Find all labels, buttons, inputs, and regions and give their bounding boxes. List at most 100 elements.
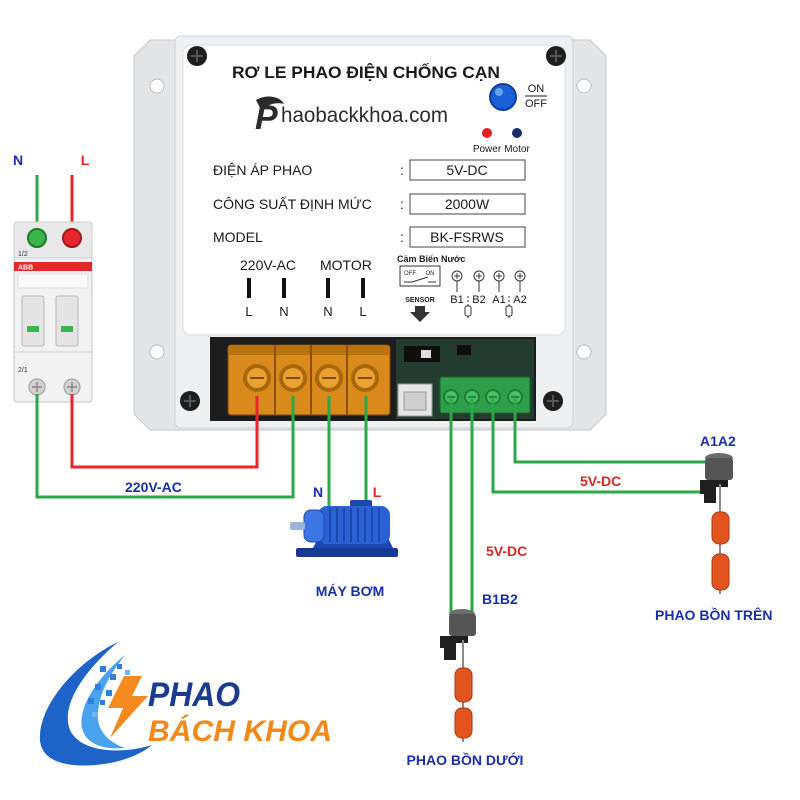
power-led-label: Power: [473, 144, 502, 155]
spec-value: BK-FSRWS: [430, 229, 504, 245]
float-terminal-legend: B1 B2 A1 A2: [450, 270, 527, 318]
mounting-hole: [576, 78, 592, 94]
sensor-toggle-knob: [421, 350, 431, 358]
terminal-screw: [243, 364, 271, 392]
breaker-info-label: [17, 273, 89, 289]
terminal-screw: [279, 364, 307, 392]
terminal-plus-icon: [493, 270, 505, 282]
motor-led-label: Motor: [504, 144, 530, 155]
breaker-lever-left: [21, 295, 45, 347]
float-terminal-label: A2: [513, 294, 526, 306]
breaker-line-screw: [62, 228, 82, 248]
water-wave-icon: [81, 655, 125, 749]
breaker-bottom-mark: 2/1: [18, 367, 28, 374]
upper-float-switch: A1A2 5V-DC PHAO BỒN TRÊN: [580, 433, 772, 623]
breaker-screw-slots: [32, 382, 77, 392]
terminal-bar: [326, 278, 330, 298]
sensor-title: Cảm Biến Nước: [397, 254, 465, 264]
terminal-bar: [282, 278, 286, 298]
power-switch: ON OFF: [489, 83, 547, 111]
terminal-bar: [247, 278, 251, 298]
spec-value-box: [409, 159, 526, 181]
label-panel: [182, 44, 566, 336]
power-led: [482, 128, 492, 138]
supply-line-label: L: [81, 152, 90, 168]
breaker-neutral-screw: [27, 228, 47, 248]
lower-float-switch: 5V-DC B1B2 PHAO BỒN DƯỚI: [407, 543, 528, 768]
mounting-hole: [576, 344, 592, 360]
float-terminal-label: B1: [450, 294, 463, 306]
sensor-switch-symbol: [404, 276, 436, 283]
spec-row: MODEL : BK-FSRWS: [213, 226, 526, 248]
sensor-label: SENSOR: [405, 297, 435, 304]
power-terminal-top: [228, 345, 390, 355]
sensor-legend: Cảm Biến Nước OFF ON SENSOR: [397, 254, 465, 322]
supply-wire-label: 220V-AC: [125, 479, 182, 495]
down-arrow-icon: [410, 306, 430, 322]
float-cap: [705, 458, 733, 480]
breaker-brand-band: [14, 262, 92, 271]
float-bulb: [454, 707, 473, 739]
water-pump: N L MÁY BƠM: [290, 484, 398, 599]
upper-float-name: PHAO BỒN TRÊN: [655, 606, 772, 623]
terminal-letter: L: [359, 304, 366, 319]
sensor-off-label: OFF: [404, 271, 416, 277]
mounting-hole: [149, 78, 165, 94]
lower-float-id: B1B2: [482, 591, 518, 607]
pump-shaft: [290, 522, 305, 530]
board-component: [457, 345, 471, 355]
switch-on-label: ON: [528, 83, 545, 95]
pump-line-label: L: [373, 484, 382, 500]
float-symbol-icon: [464, 305, 472, 317]
terminal-letter: L: [245, 304, 252, 319]
breaker-brand: ABB: [18, 265, 33, 272]
upper-float-wire-1: [491, 397, 708, 494]
upper-float-wire-2: [513, 397, 708, 464]
sensor-on-label: ON: [426, 271, 435, 277]
leaf-icon: [256, 96, 284, 112]
spec-separator: :: [400, 196, 404, 212]
power-group-label: 220V-AC: [240, 257, 296, 273]
brand-mark: P haobackkhoa.com: [255, 96, 448, 137]
corner-screw: [187, 46, 207, 66]
spec-value-box: [409, 226, 526, 248]
spec-label: MODEL: [213, 229, 263, 245]
brand-logo-letter: P: [255, 99, 278, 137]
supply-neutral-label: N: [13, 152, 23, 168]
circuit-breaker: 1/2 ABB 2/1: [13, 221, 93, 403]
terminal-plus-icon: [451, 270, 463, 282]
switch-off-label: OFF: [525, 98, 547, 110]
float-terminal-label: A1: [492, 294, 505, 306]
water-drop-icon: [39, 642, 152, 766]
spec-value: 5V-DC: [446, 162, 487, 178]
breaker-indicator-right: [61, 326, 73, 332]
lower-float-name: PHAO BỒN DƯỚI: [407, 751, 524, 768]
spec-label: CÔNG SUẤT ĐỊNH MỨC: [213, 196, 372, 212]
breaker-lever-right: [55, 295, 79, 347]
float-bracket: [440, 636, 468, 660]
spec-label: ĐIỆN ÁP PHAO: [213, 162, 312, 178]
corner-screw: [546, 46, 566, 66]
motor-group-label: MOTOR: [320, 257, 372, 273]
neutral-wire-to-breaker: [35, 394, 295, 499]
lower-float-voltage: 5V-DC: [486, 543, 527, 559]
float-bulb: [454, 667, 473, 703]
breaker-indicator-left: [27, 326, 39, 332]
float-terminal-block: [439, 376, 531, 414]
company-logo: PHAO BÁCH KHOA: [39, 642, 332, 766]
corner-screw: [543, 391, 563, 411]
spec-separator: :: [400, 229, 404, 245]
pump-name: MÁY BƠM: [316, 583, 384, 599]
logo-line-1: PHAO: [148, 676, 240, 714]
float-symbol-icon: [505, 305, 513, 317]
pump-cooling-fins: [329, 508, 380, 542]
mounting-hole: [149, 344, 165, 360]
device-title: RƠ LE PHAO ĐIỆN CHỐNG CẠN: [232, 62, 500, 82]
pump-end-cap: [303, 509, 325, 543]
brand-text: haobackkhoa.com: [281, 104, 448, 127]
logo-line-2: BÁCH KHOA: [148, 714, 332, 748]
power-switch-button: [489, 83, 517, 111]
spec-row: CÔNG SUẤT ĐỊNH MỨC : 2000W: [213, 193, 526, 215]
upper-float-id: A1A2: [700, 433, 736, 449]
terminal-screw: [351, 364, 379, 392]
